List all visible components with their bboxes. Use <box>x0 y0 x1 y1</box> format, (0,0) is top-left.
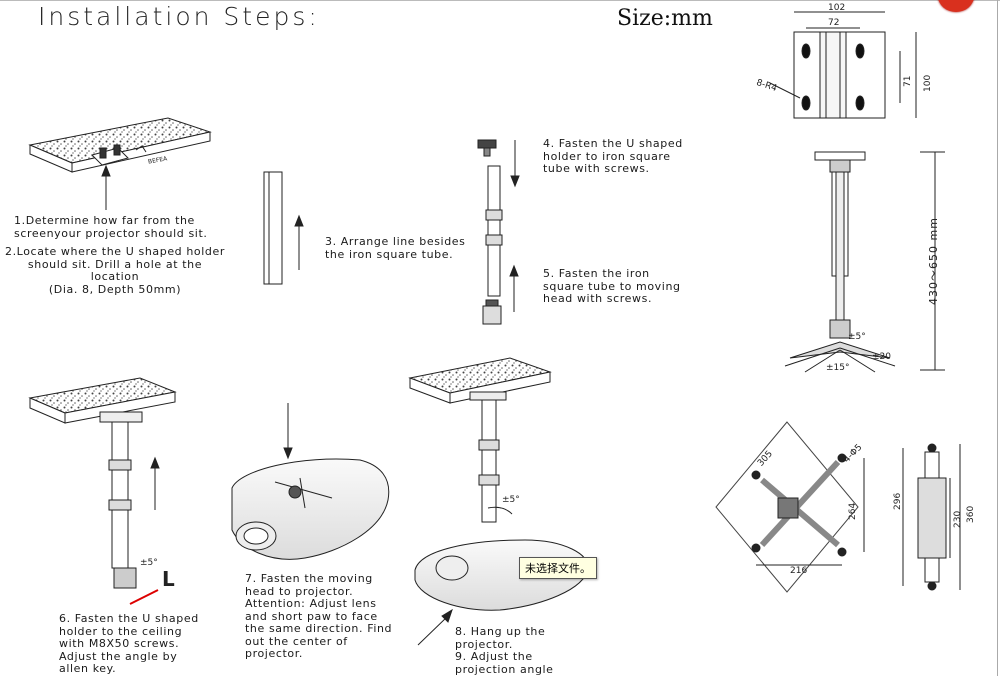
step-8-9-text: 8. Hang up the projector. 9. Adjust the … <box>455 625 554 676</box>
dim-swivel: ±20 <box>872 352 891 362</box>
tilt-arc-step8 <box>487 506 513 515</box>
size-unit-label: Size:mm <box>617 6 713 31</box>
u-holder-step1-icon <box>91 144 147 166</box>
dim-length: 430～650 mm <box>927 217 940 305</box>
dim-plate-inner: 72 <box>828 18 840 28</box>
ceiling-slab-step1 <box>28 117 212 210</box>
ceiling-mount-step6-icon <box>28 377 177 605</box>
dim-side-total: 296 <box>893 492 903 510</box>
dim-tilt-step8: ±5° <box>502 495 520 505</box>
dim-plate-hole: 71 <box>903 75 913 87</box>
hanging-projector-step8-icon <box>408 357 589 646</box>
dim-spider-height: 264 <box>848 502 858 520</box>
file-tooltip: 未选择文件。 <box>519 557 597 579</box>
window-top-border <box>0 0 1000 1</box>
page-title: Installation Steps: <box>38 2 320 31</box>
dim-tilt-step6: ±5° <box>140 558 158 568</box>
dim-side-b: 230 <box>953 510 963 528</box>
step-5-text: 5. Fasten the iron square tube to moving… <box>543 267 681 305</box>
step-7-text: 7. Fasten the moving head to projector. … <box>245 572 393 660</box>
step-4-text: 4. Fasten the U shaped holder to iron sq… <box>543 137 683 175</box>
step-3-text: 3. Arrange line besides the iron square … <box>325 235 466 261</box>
square-tube-step3-icon <box>263 171 304 285</box>
dim-plate-height: 100 <box>923 74 933 92</box>
dim-tilt: ±5° <box>848 332 866 342</box>
dim-side-a: 360 <box>966 505 976 523</box>
step-2-text: 2.Locate where the U shaped holder shoul… <box>4 245 225 296</box>
dim-rotate: ±15° <box>826 363 850 373</box>
full-mount-drawing <box>784 151 945 373</box>
step-6-text: 6. Fasten the U shaped holder to the cei… <box>59 612 199 675</box>
side-bracket-drawing <box>902 443 961 591</box>
projector-step7-icon <box>231 403 390 560</box>
allen-key-letter: L <box>162 567 175 591</box>
spider-bracket-drawing <box>715 421 865 593</box>
window-right-border <box>997 0 998 676</box>
mount-plate-drawing <box>769 11 917 119</box>
tube-assembly-step4-icon <box>477 139 520 325</box>
dim-plate-width: 102 <box>828 3 846 13</box>
record-button[interactable] <box>938 0 974 12</box>
dim-spider-width: 216 <box>790 566 808 576</box>
step-1-text: 1.Determine how far from the screenyour … <box>14 214 208 240</box>
